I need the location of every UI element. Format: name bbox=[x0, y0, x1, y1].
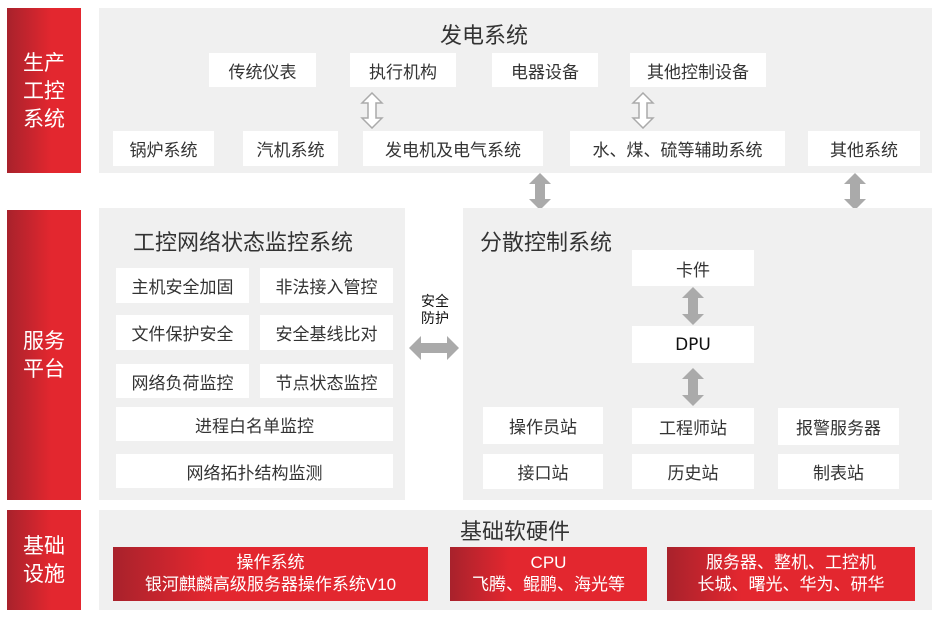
infra-cpu: CPU 飞腾、鲲鹏、海光等 bbox=[450, 547, 647, 601]
monitor-item: 安全基线比对 bbox=[260, 315, 393, 350]
layer-label-production: 生产 工控 系统 bbox=[7, 8, 81, 173]
dcs-dpu: DPU bbox=[632, 326, 754, 363]
double-arrow-icon bbox=[529, 173, 551, 210]
dcs-station: 接口站 bbox=[483, 454, 603, 489]
dcs-card: 卡件 bbox=[632, 250, 754, 286]
security-label: 安全 防护 bbox=[421, 294, 449, 327]
power-item: 其他系统 bbox=[808, 131, 920, 166]
infra-hardware-detail: 长城、曙光、华为、研华 bbox=[697, 575, 885, 594]
infra-cpu-title: CPU bbox=[530, 553, 567, 572]
layer-label-service: 服务 平台 bbox=[7, 210, 81, 500]
horizontal-double-arrow-icon bbox=[409, 336, 459, 360]
double-arrow-icon bbox=[844, 173, 866, 210]
power-item: 传统仪表 bbox=[209, 53, 316, 87]
monitor-item: 非法接入管控 bbox=[260, 268, 393, 303]
power-item: 其他控制设备 bbox=[630, 53, 766, 87]
monitor-item: 主机安全加固 bbox=[116, 268, 249, 303]
infra-os-title: 操作系统 bbox=[236, 553, 305, 572]
double-arrow-icon bbox=[682, 287, 704, 325]
power-item: 执行机构 bbox=[350, 53, 456, 87]
double-arrow-icon bbox=[682, 368, 704, 406]
power-item: 发电机及电气系统 bbox=[363, 131, 543, 166]
dcs-title: 分散控制系统 bbox=[480, 231, 613, 256]
power-item: 锅炉系统 bbox=[113, 131, 214, 166]
dcs-station: 报警服务器 bbox=[778, 408, 899, 445]
monitor-item: 文件保护安全 bbox=[116, 315, 249, 350]
infra-title: 基础软硬件 bbox=[460, 520, 571, 545]
infra-hardware-title: 服务器、整机、工控机 bbox=[706, 553, 876, 572]
monitor-item: 节点状态监控 bbox=[260, 364, 393, 398]
power-item: 汽机系统 bbox=[243, 131, 338, 166]
infra-hardware: 服务器、整机、工控机长城、曙光、华为、研华 bbox=[667, 547, 915, 601]
monitor-item: 网络拓扑结构监测 bbox=[116, 454, 393, 488]
hollow-double-arrow-icon bbox=[631, 92, 655, 129]
dcs-station: 历史站 bbox=[632, 454, 754, 489]
infra-cpu-detail: 飞腾、鲲鹏、海光等 bbox=[472, 575, 625, 594]
infra-os-detail: 银河麒麟高级服务器操作系统V10 bbox=[144, 575, 397, 594]
monitor-item: 进程白名单监控 bbox=[116, 407, 393, 441]
dcs-station: 操作员站 bbox=[483, 407, 603, 444]
monitor-system-title: 工控网络状态监控系统 bbox=[133, 231, 354, 256]
dcs-station: 制表站 bbox=[778, 454, 899, 489]
power-item: 电器设备 bbox=[492, 53, 598, 87]
layer-label-infra: 基础 设施 bbox=[7, 510, 81, 610]
hollow-double-arrow-icon bbox=[360, 92, 384, 129]
power-system-title: 发电系统 bbox=[440, 24, 529, 49]
dcs-station: 工程师站 bbox=[632, 408, 754, 444]
monitor-item: 网络负荷监控 bbox=[116, 364, 249, 398]
monitor-system-panel bbox=[99, 208, 405, 500]
infra-os: 操作系统银河麒麟高级服务器操作系统V10 bbox=[113, 547, 428, 601]
power-item: 水、煤、硫等辅助系统 bbox=[570, 131, 785, 166]
